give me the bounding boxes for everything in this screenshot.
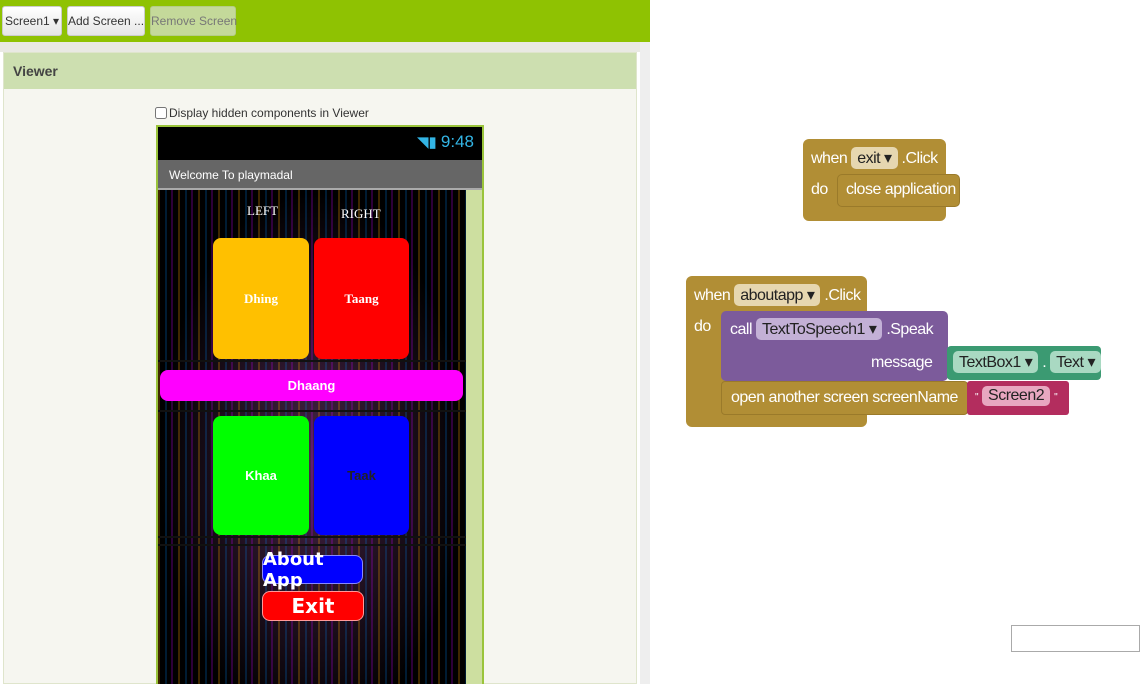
add-screen-button[interactable]: Add Screen ... [67,6,145,36]
text-string-block[interactable]: " Screen2 " [967,381,1069,415]
khaa-button[interactable]: Khaa [213,416,309,535]
message-label: message [871,354,933,371]
exit-event-header: when exit ▾ .Click [811,147,938,169]
wifi-signal-battery-icon: ◥▮ [416,134,441,151]
divider [158,360,466,362]
tts-name: TextToSpeech1 [761,321,865,338]
component-dropdown[interactable]: aboutapp ▾ [734,284,821,306]
designer-toolbar: Screen1 ▾ Add Screen ... Remove Screen [0,0,650,42]
dhing-button[interactable]: Dhing [213,238,309,359]
open-screen-row: open another screen screenName [731,389,958,407]
about-event-header: when aboutapp ▾ .Click [694,284,861,306]
panel-divider[interactable] [640,42,650,684]
left-label: LEFT [247,203,279,218]
divider [158,410,466,412]
phone-preview: ◥▮ 9:48 Welcome To playmadal LEFT RIGHT … [156,125,484,684]
getter-row: TextBox1 ▾ . Text ▾ [953,351,1101,373]
component-dropdown[interactable]: exit ▾ [851,147,898,169]
viewer-title: Viewer [4,53,636,89]
status-bar: ◥▮ 9:48 [158,127,482,160]
textbox-dropdown[interactable]: TextBox1 ▾ [953,351,1039,373]
exit-click-event-block[interactable]: when exit ▾ .Click do close application [803,139,960,221]
display-hidden-label: Display hidden components in Viewer [169,106,369,120]
component-name: aboutapp [740,287,803,304]
screen-name-label: screenName [872,389,958,406]
screen2-text-field[interactable]: Screen2 [982,386,1051,406]
quote-icon: " [975,392,979,403]
call-row: call TextToSpeech1 ▾ .Speak [730,318,934,340]
panel-gap [0,42,650,52]
divider [158,536,466,538]
app-content: LEFT RIGHT Dhing Taang Dhaang Khaa Taak … [158,190,466,684]
display-hidden-checkbox-row[interactable]: Display hidden components in Viewer [155,106,369,120]
event-name: .Click [901,150,939,167]
property-name: Text [1056,354,1084,371]
textbox-name: TextBox1 [959,354,1021,371]
quote-icon: " [1054,392,1058,403]
event-name: .Click [824,287,861,304]
dhaang-button[interactable]: Dhaang [160,370,463,401]
app-title-bar: Welcome To playmadal [158,160,482,190]
when-keyword: when [811,150,848,167]
property-dropdown[interactable]: Text ▾ [1050,351,1101,373]
right-label: RIGHT [341,206,381,221]
textbox-text-getter-block[interactable]: TextBox1 ▾ . Text ▾ [947,346,1101,380]
display-hidden-checkbox[interactable] [155,107,167,119]
do-keyword: do [811,181,828,198]
open-another-screen-block[interactable]: open another screen screenName [721,381,968,415]
component-name: exit [857,150,881,167]
screen-select-dropdown[interactable]: Screen1 ▾ [2,6,62,36]
open-screen-label: open another screen [731,389,869,406]
about-app-button[interactable]: About App [262,549,363,591]
dot-separator: . [1042,354,1047,371]
tts-speak-block[interactable]: call TextToSpeech1 ▾ .Speak message [721,311,948,381]
preview-scrollbar[interactable] [466,190,482,684]
divider [158,544,466,546]
tts-component-dropdown[interactable]: TextToSpeech1 ▾ [755,318,883,340]
taak-button[interactable]: Taak [314,416,409,535]
call-keyword: call [730,321,753,338]
do-keyword: do [694,318,711,335]
remove-screen-button[interactable]: Remove Screen [150,6,237,36]
string-row: " Screen2 " [975,386,1058,406]
status-time: 9:48 [440,132,474,151]
when-keyword: when [694,287,731,304]
exit-button[interactable]: Exit [262,591,364,621]
taang-button[interactable]: Taang [314,238,409,359]
workspace-input-box[interactable] [1011,625,1140,652]
method-name: .Speak [886,321,934,338]
close-application-block[interactable]: close application [837,174,960,207]
